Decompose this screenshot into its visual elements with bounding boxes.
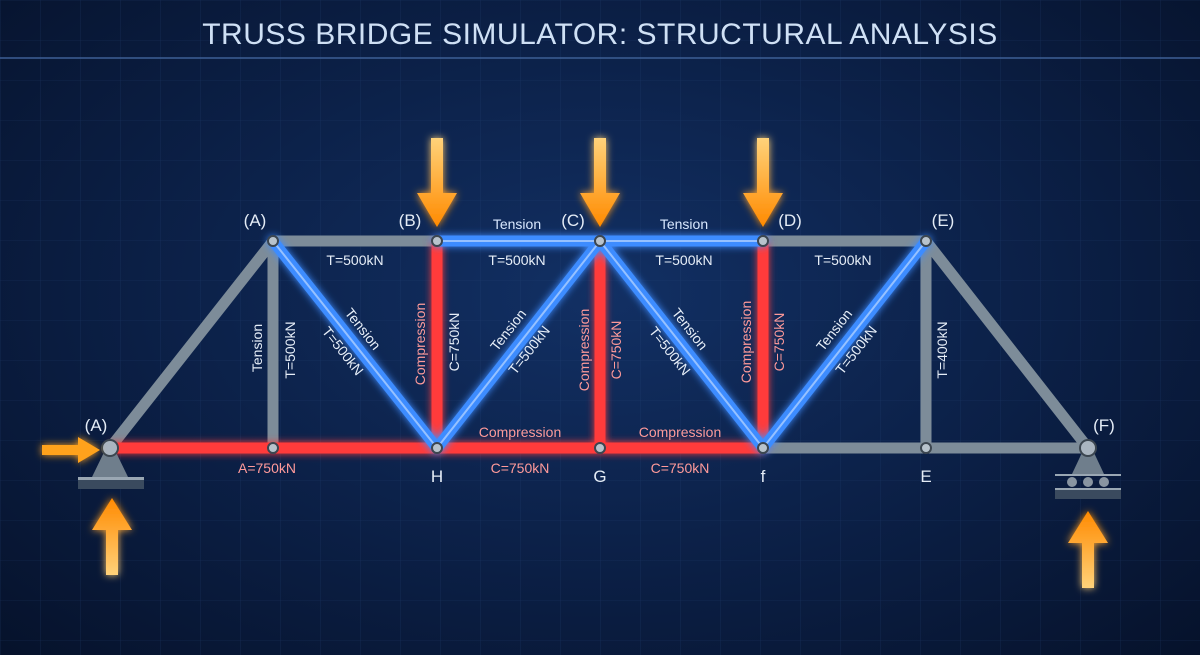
label-bottom-2-type: Compression <box>479 424 561 440</box>
load-arrow-b-icon <box>417 138 457 227</box>
label-top-bc: T=500kN <box>488 252 545 268</box>
label-bottom-3: C=750kN <box>651 460 710 476</box>
page-title: TRUSS BRIDGE SIMULATOR: STRUCTURAL ANALY… <box>202 18 998 51</box>
pin-support-left <box>78 439 144 489</box>
reaction-arrow-left-icon <box>92 498 132 575</box>
label-top-ab: T=500kN <box>326 252 383 268</box>
node-label-b: (B) <box>399 211 422 230</box>
neutral-members <box>104 235 1094 454</box>
label-v5: T=400kN <box>934 321 950 378</box>
node-label-e: (E) <box>932 211 955 230</box>
label-v2-type: Compression <box>412 303 428 385</box>
label-top-bc-type: Tension <box>493 216 541 232</box>
member-left-diagonal <box>104 235 279 454</box>
node-label-right-support: (F) <box>1093 416 1115 435</box>
node-label-c: (C) <box>561 211 585 230</box>
node-labels: (A) (B) (C) (D) (E) (A) (F) H G f E <box>85 211 1115 486</box>
node-label-d: (D) <box>778 211 802 230</box>
node-label-a: (A) <box>244 211 267 230</box>
label-bottom-2: C=750kN <box>491 460 550 476</box>
node-label-f: f <box>761 467 766 486</box>
label-top-cd-type: Tension <box>660 216 708 232</box>
load-arrows <box>417 138 783 227</box>
reaction-arrow-right-icon <box>1068 511 1108 588</box>
node-label-h: H <box>431 467 443 486</box>
horizontal-reaction-arrow-icon <box>42 437 100 463</box>
label-v4: C=750kN <box>771 313 787 372</box>
label-bottom-1: A=750kN <box>238 460 296 476</box>
reaction-arrows <box>42 437 1108 588</box>
label-top-cd: T=500kN <box>655 252 712 268</box>
label-v3-type: Compression <box>576 309 592 391</box>
label-v3: C=750kN <box>608 321 624 380</box>
member-right-diagonal <box>920 235 1094 454</box>
label-v4-type: Compression <box>738 301 754 383</box>
label-v1: T=500kN <box>282 321 298 378</box>
load-arrow-d-icon <box>743 138 783 227</box>
label-v2: C=750kN <box>446 313 462 372</box>
label-v1-type: Tension <box>249 324 265 372</box>
label-top-de: T=500kN <box>814 252 871 268</box>
load-arrow-c-icon <box>580 138 620 227</box>
label-bottom-3-type: Compression <box>639 424 721 440</box>
roller-support-right <box>1055 439 1121 499</box>
node-label-e-bottom: E <box>920 467 931 486</box>
node-label-g: G <box>593 467 606 486</box>
node-label-left-support: (A) <box>85 416 108 435</box>
joints <box>267 235 932 454</box>
